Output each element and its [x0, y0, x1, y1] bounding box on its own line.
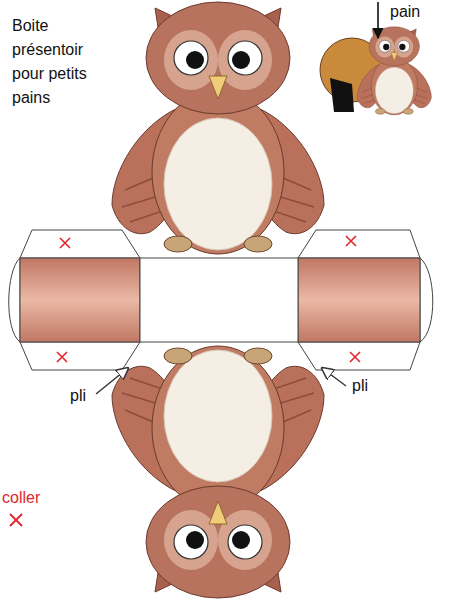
drawing-part: [298, 342, 420, 370]
drawing-part: [20, 258, 140, 342]
label-text: pain: [390, 0, 420, 24]
glue-cross: [10, 514, 22, 526]
glue-marks: [57, 236, 360, 362]
drawing-part: [346, 236, 356, 246]
drawing-part: [298, 230, 420, 258]
drawing-part: [20, 342, 140, 370]
label-text: pli: [352, 374, 368, 398]
drawing-part: [96, 368, 128, 394]
leader-arrows: [96, 2, 378, 394]
drawing-part: [57, 352, 67, 362]
drawing-part: [20, 230, 140, 258]
drawing-part: [9, 258, 20, 342]
drawing-part: [298, 258, 420, 342]
drawing-part: [60, 238, 70, 248]
glue-cross-sample: [6, 510, 30, 530]
owl-back: [112, 346, 324, 598]
drawing-part: [350, 352, 360, 362]
drawing-part: [357, 27, 431, 115]
owl-front: [112, 2, 324, 254]
drawing-part: [330, 78, 354, 112]
legend-item: coller: [2, 486, 40, 530]
label-text: pli: [70, 384, 86, 408]
drawing-part: [377, 2, 379, 38]
side-panels: [20, 258, 420, 342]
small-owl-preview: [320, 27, 431, 115]
legend-text: coller: [2, 486, 40, 510]
drawing-part: [322, 368, 346, 386]
drawing-part: [420, 258, 433, 342]
title-text: Boite présentoir pour petits pains: [12, 14, 112, 110]
drawing-part: [140, 258, 298, 342]
